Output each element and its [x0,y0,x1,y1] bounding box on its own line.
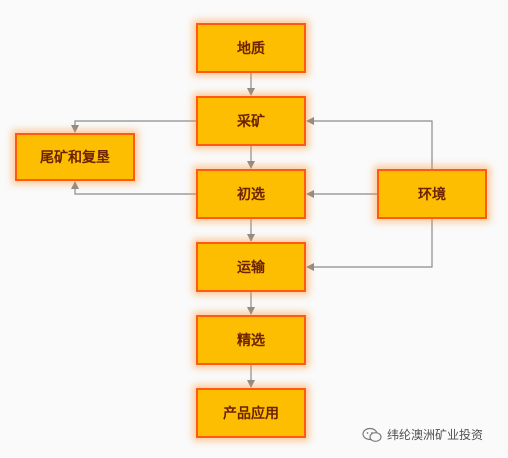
node-geology: 地质 [196,23,306,73]
arrow-mining-tailings [71,120,196,133]
arrow-environment-mining [306,117,433,169]
watermark: 纬纶澳洲矿业投资 [362,426,483,443]
arrow-primary-tailings [71,181,196,195]
arrow-environment-transport [306,219,433,271]
wechat-icon [362,427,382,442]
node-mining: 采矿 [196,96,306,146]
node-primary-processing: 初选 [196,169,306,219]
watermark-text: 纬纶澳洲矿业投资 [387,428,484,442]
node-tailings-reclamation: 尾矿和复垦 [15,133,135,181]
node-refining: 精选 [196,315,306,365]
node-product-application: 产品应用 [196,388,306,438]
node-transport: 运输 [196,242,306,292]
node-environment: 环境 [377,169,487,219]
